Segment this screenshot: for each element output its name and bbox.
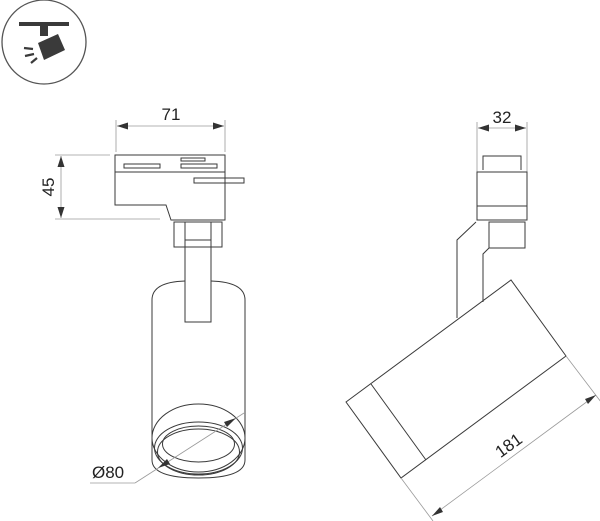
front-view: 71 45 [39, 105, 246, 484]
length-dimension: 181 [400, 355, 600, 521]
depth-dimension: 32 [476, 108, 528, 175]
diameter-label: Ø80 [92, 463, 124, 482]
width-dimension: 71 [115, 105, 226, 152]
length-label: 181 [492, 430, 526, 462]
depth-label: 32 [493, 108, 512, 127]
width-label: 71 [162, 105, 181, 124]
adapter-height-label: 45 [39, 178, 58, 197]
side-view: 32 181 [345, 108, 600, 521]
diameter-dimension: Ø80 [90, 412, 245, 484]
adapter-height-dimension: 45 [39, 154, 160, 220]
spotlight-type-icon [1, 0, 87, 85]
